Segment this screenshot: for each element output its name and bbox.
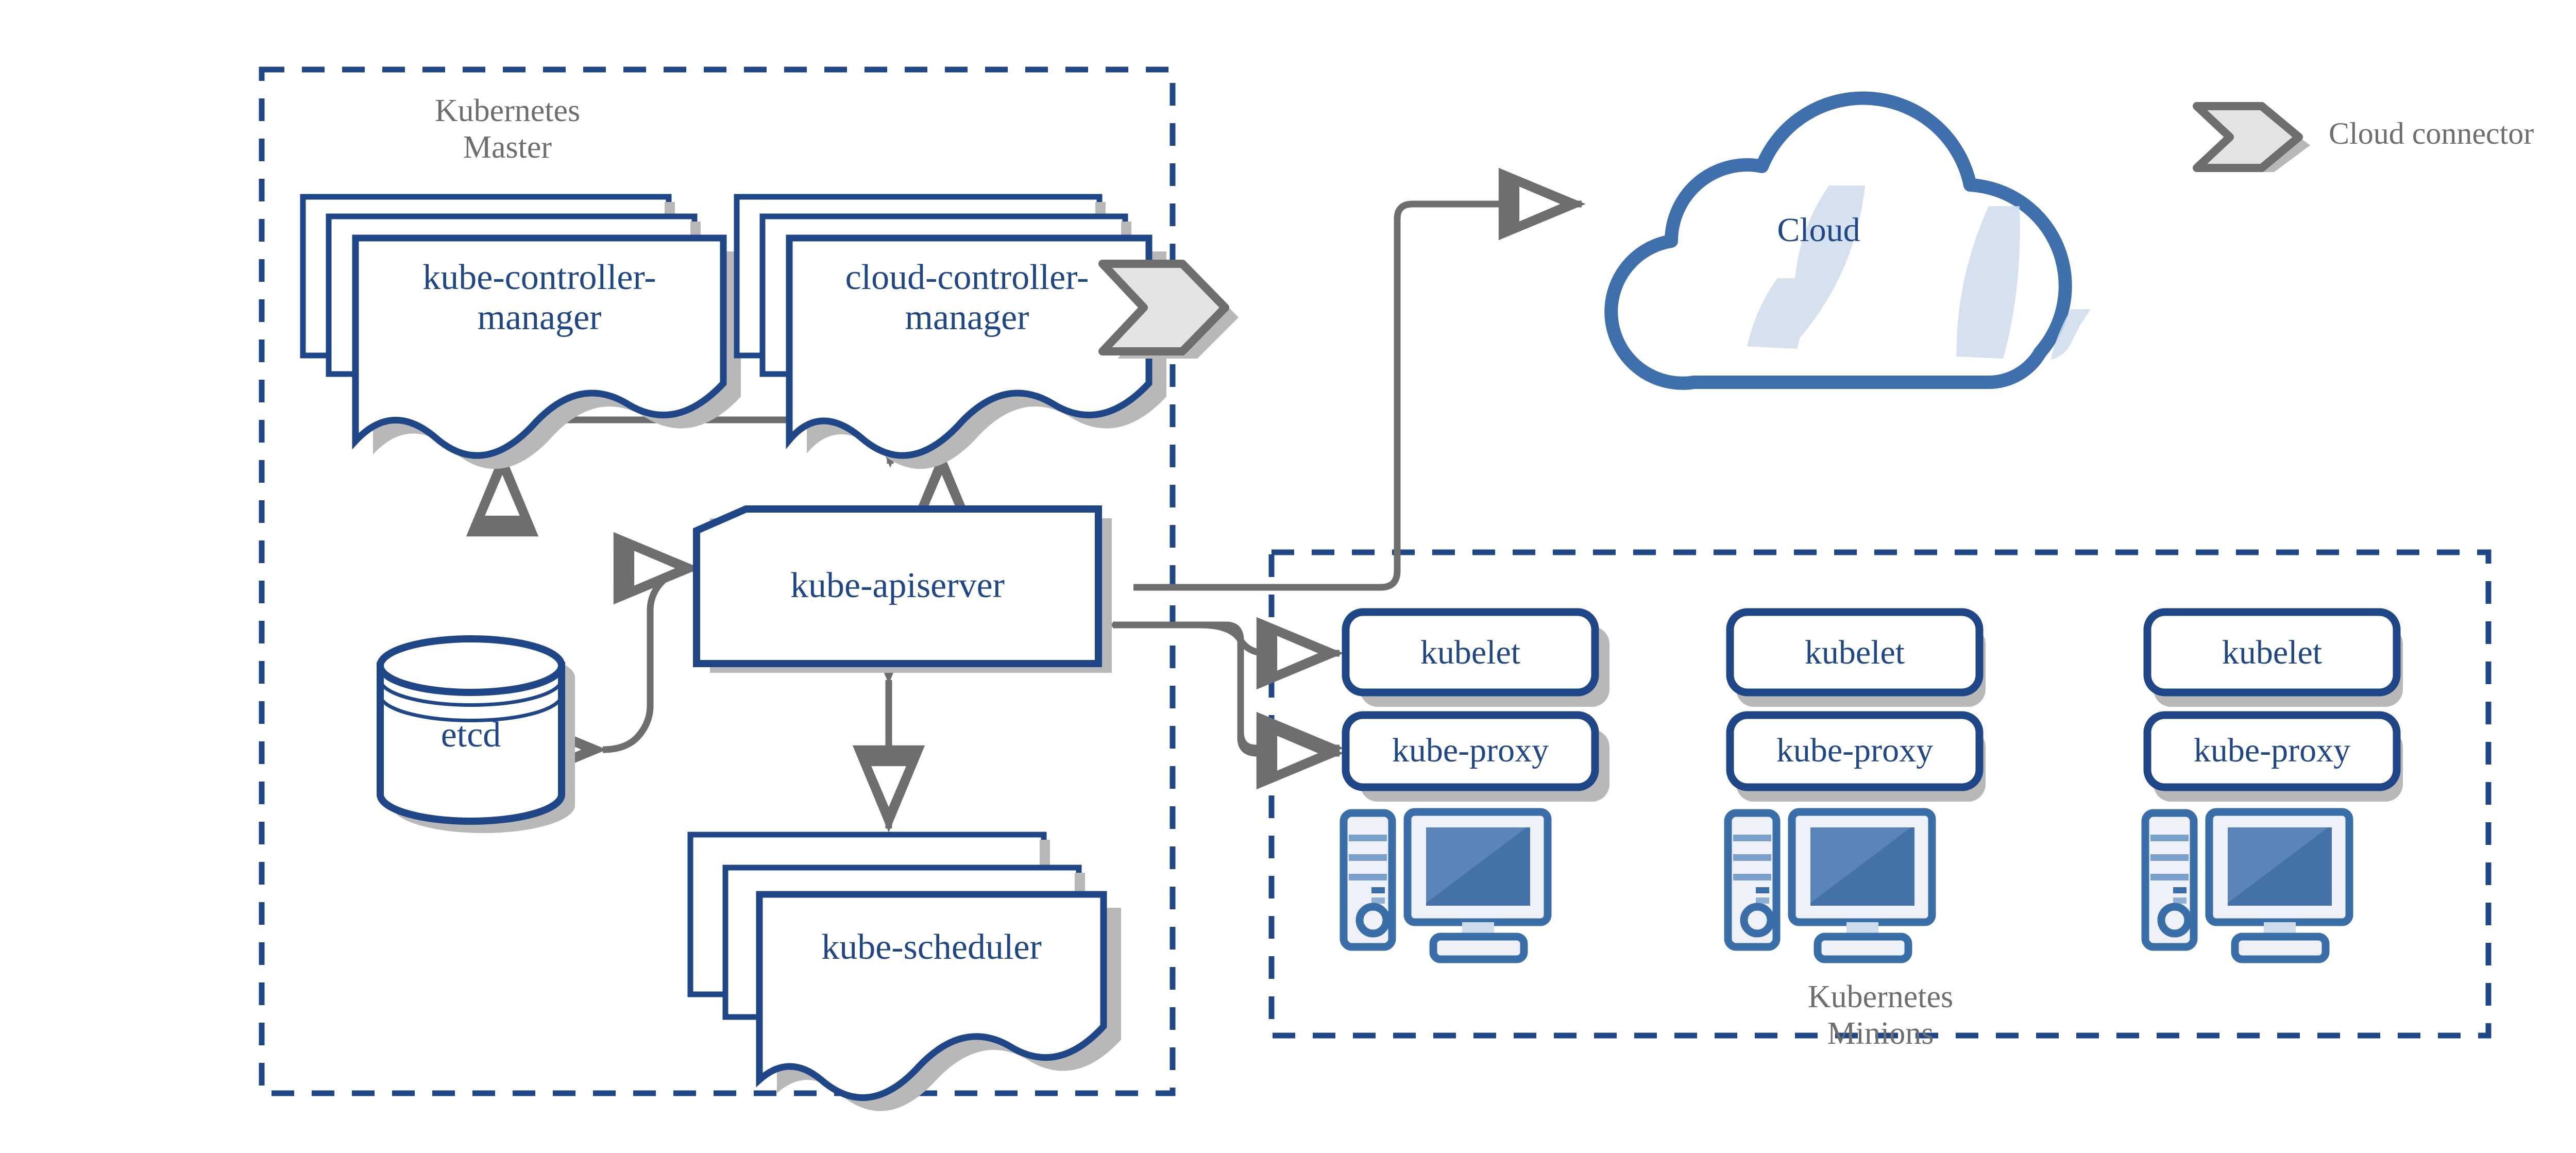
cloud-shape <box>1604 48 2105 390</box>
cloud-accent-1 <box>1794 185 1865 340</box>
minion-column-3 <box>2141 608 2403 963</box>
minion-column-2 <box>1724 608 1986 963</box>
cloud-connector-icon-main <box>1098 260 1239 359</box>
edge-apiserver-to-kube-proxy <box>1237 665 1344 790</box>
node-kube-apiserver <box>693 505 1112 673</box>
node-cloud-controller-manager <box>734 194 1166 469</box>
kubelet-box <box>1726 608 1984 697</box>
etcd-ring-2 <box>379 698 563 722</box>
computer-icon <box>1724 808 1936 963</box>
apiserver-box <box>693 505 1102 667</box>
computer-icon <box>1340 808 1552 963</box>
cloud-accent-2 <box>1741 278 1808 361</box>
kubelet-box <box>2143 608 2401 697</box>
edge-ccm-to-cloud <box>1133 167 1586 591</box>
node-kube-scheduler <box>687 832 1121 1111</box>
edge-apiserver-minions-trunk <box>1029 588 1344 785</box>
etcd-ring-1 <box>379 682 563 707</box>
group-box-minions <box>1268 549 2492 1039</box>
node-etcd <box>377 635 575 833</box>
node-kube-controller-manager <box>300 194 741 469</box>
cloud-accent-3 <box>1956 206 2020 361</box>
etcd-body <box>377 662 565 825</box>
legend-connector-icon <box>2193 102 2310 172</box>
etcd-top <box>377 635 565 696</box>
kube-proxy-box <box>2143 711 2401 791</box>
computer-icon <box>2141 808 2353 963</box>
minion-column-1 <box>1340 608 1609 963</box>
edge-apiserver-to-kubelet <box>1200 617 1344 690</box>
doc-sheet-front <box>352 234 727 459</box>
kube-proxy-box <box>1726 711 1984 791</box>
group-box-master <box>259 66 1176 1096</box>
doc-sheet-front <box>756 891 1107 1101</box>
kube-proxy-box <box>1342 711 1599 791</box>
edge-apiserver-etcd <box>519 532 701 786</box>
kubelet-box <box>1342 608 1599 697</box>
doc-sheet-front <box>786 234 1153 459</box>
edge-branches <box>1200 617 1344 790</box>
